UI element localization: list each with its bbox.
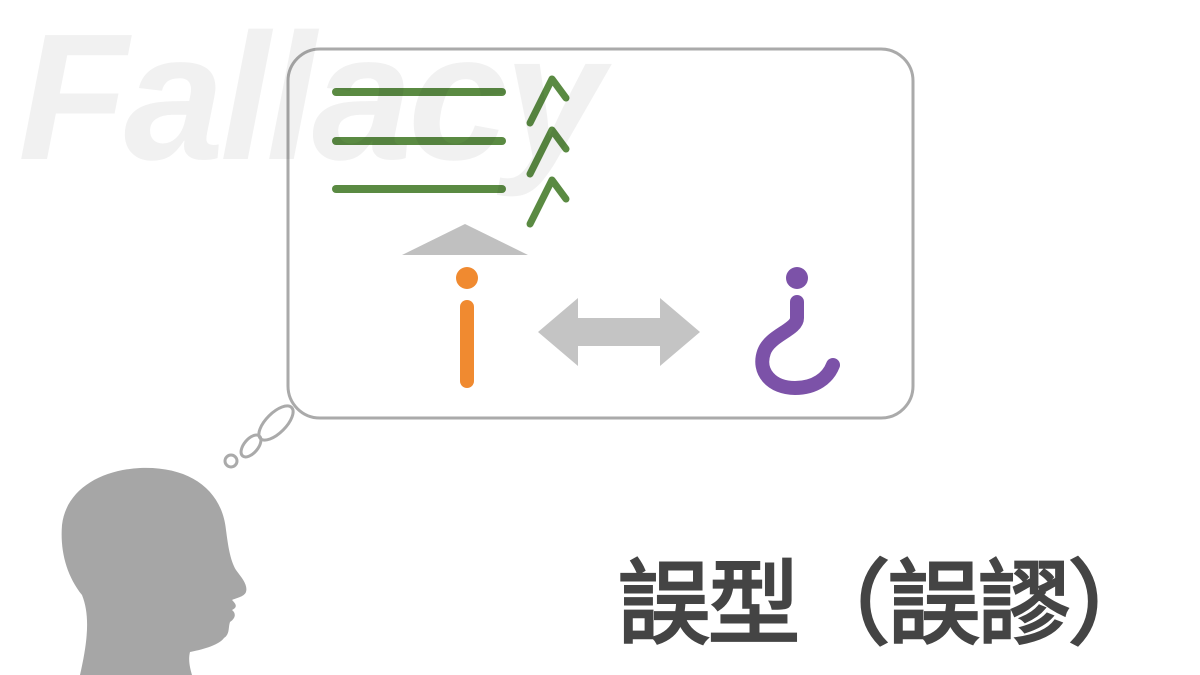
thought-box bbox=[286, 47, 915, 420]
page-title: 誤型（誤謬） bbox=[618, 551, 1160, 658]
three-lines-icon bbox=[332, 88, 506, 193]
exclamation-i-icon bbox=[456, 267, 478, 388]
thought-bubble-icon bbox=[223, 404, 295, 469]
inverted-question-icon bbox=[755, 267, 840, 396]
up-caret-icon bbox=[526, 75, 570, 228]
head-silhouette-icon bbox=[61, 467, 247, 675]
double-arrow-icon bbox=[538, 298, 700, 366]
triangle-icon bbox=[402, 224, 528, 255]
